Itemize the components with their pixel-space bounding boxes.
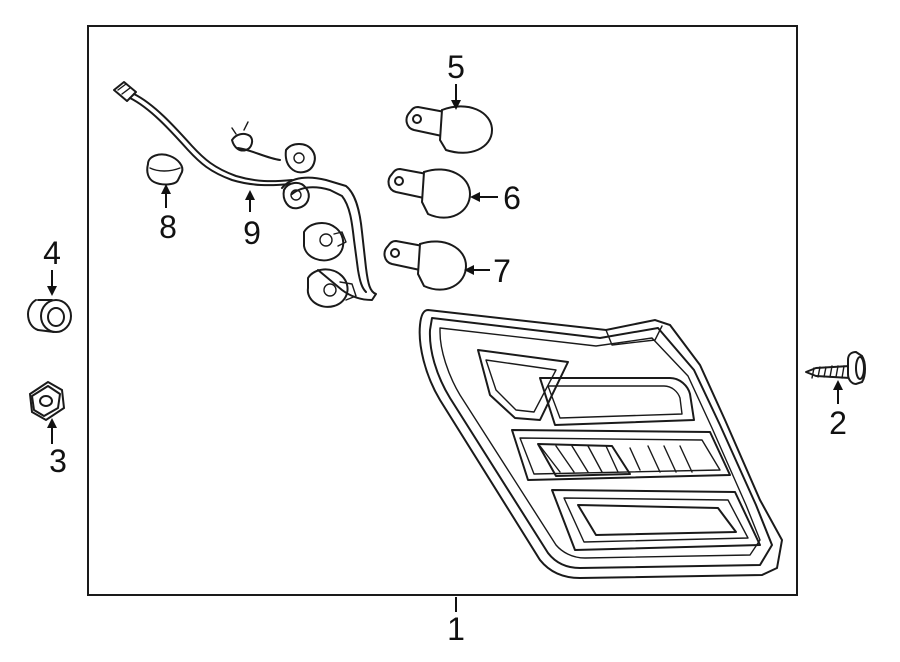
callout-9: 9 — [243, 215, 261, 251]
tail-lamp-assembly[interactable] — [418, 308, 784, 580]
callout-3: 3 — [49, 443, 67, 479]
bulb-7[interactable] — [383, 240, 468, 291]
leader-lines — [47, 84, 843, 612]
screw-2[interactable] — [805, 350, 866, 386]
grommet-4[interactable] — [27, 299, 72, 333]
callout-5: 5 — [447, 49, 465, 85]
callout-7: 7 — [493, 253, 511, 289]
assembly-frame — [87, 25, 798, 596]
clip-nut-3[interactable] — [28, 380, 66, 422]
bulb-cap-8[interactable] — [146, 153, 184, 186]
callout-1: 1 — [447, 611, 465, 647]
callout-6: 6 — [503, 180, 521, 216]
callout-2: 2 — [829, 405, 847, 441]
bulb-5[interactable] — [405, 105, 494, 154]
socket-harness-9[interactable] — [113, 81, 377, 308]
callout-4: 4 — [43, 235, 61, 271]
callout-8: 8 — [159, 209, 177, 245]
bulb-6[interactable] — [387, 168, 472, 219]
